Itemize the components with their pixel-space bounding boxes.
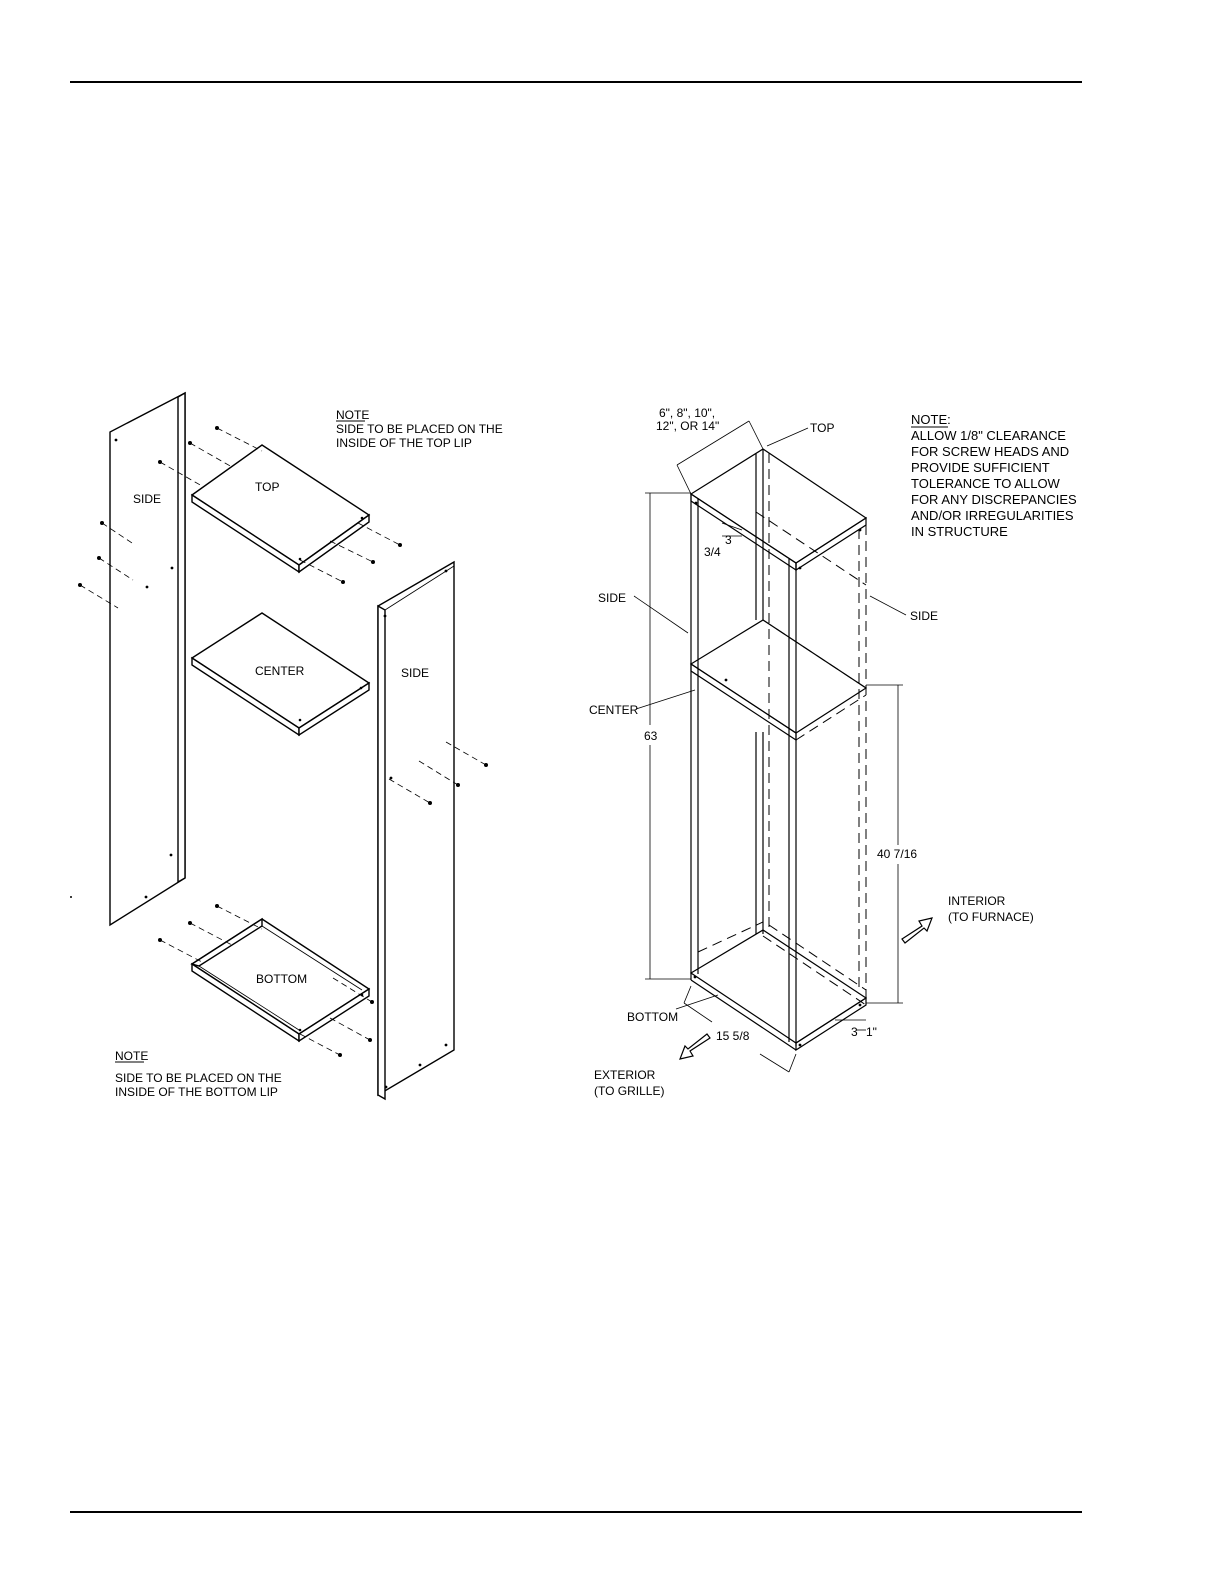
interior-line2: (TO FURNACE): [948, 910, 1034, 924]
dim-width-line2: 12", OR 14": [656, 419, 719, 433]
dim-40-7-16: 40 7/16: [866, 684, 917, 1004]
dim-15-5-8: 15 5/8: [683, 985, 797, 1073]
assembled-bottom-label: BOTTOM: [627, 1010, 678, 1024]
dim-3-4: 3/4: [704, 545, 721, 559]
dim-3-bottom: 3: [851, 1025, 858, 1039]
assembled-side-left-label: SIDE: [598, 591, 626, 605]
left-side-label: SIDE: [133, 492, 161, 506]
note-bottom: NOTE SIDE TO BE PLACED ON THE INSIDE OF …: [115, 1049, 282, 1099]
dim-3-top: 3: [725, 533, 732, 547]
right-side-label: SIDE: [401, 666, 429, 680]
left-side-screws: [78, 521, 136, 609]
exterior-line1: EXTERIOR: [594, 1068, 656, 1082]
dim-width: 6", 8", 10", 12", OR 14": [656, 406, 764, 495]
assembled-center-label: CENTER: [589, 703, 639, 717]
note-clearance-line-4: TOLERANCE TO ALLOW: [911, 476, 1061, 491]
note-clearance: NOTE: ALLOW 1/8" CLEARANCE FOR SCREW HEA…: [911, 412, 1077, 539]
note-clearance-line-1: ALLOW 1/8" CLEARANCE: [911, 428, 1066, 443]
dim-63: 63: [644, 492, 691, 980]
note-clearance-line-2: FOR SCREW HEADS AND: [911, 444, 1069, 459]
center-shelf: [190, 612, 371, 737]
note-clearance-line-3: PROVIDE SUFFICIENT: [911, 460, 1050, 475]
exploded-view: SIDE TOP CENTER SIDE BOTTOM NOTE SIDE TO…: [70, 391, 503, 1101]
dim-15-5-8-label: 15 5/8: [716, 1029, 750, 1043]
note-clearance-line-7: IN STRUCTURE: [911, 524, 1008, 539]
top-shelf-label: TOP: [255, 480, 279, 494]
note-clearance-line-6: AND/OR IRREGULARITIES: [911, 508, 1074, 523]
bottom-shelf: [158, 904, 374, 1057]
note-top-line2: INSIDE OF THE TOP LIP: [336, 436, 472, 450]
right-side-screws: [388, 741, 488, 805]
interior-line1: INTERIOR: [948, 894, 1006, 908]
note-top-line1: SIDE TO BE PLACED ON THE: [336, 422, 503, 436]
assembled-center-shelf: [689, 619, 868, 734]
note-clearance-line-5: FOR ANY DISCREPANCIES: [911, 492, 1077, 507]
note-bottom-line1: SIDE TO BE PLACED ON THE: [115, 1071, 282, 1085]
dim-width-line1: 6", 8", 10",: [659, 406, 715, 420]
exterior-line2: (TO GRILLE): [594, 1084, 664, 1098]
left-side-panel: [109, 391, 186, 927]
dim-63-label: 63: [644, 729, 658, 743]
center-shelf-label: CENTER: [255, 664, 305, 678]
dim-40-7-16-label: 40 7/16: [877, 847, 917, 861]
right-side-panel: [377, 560, 455, 1101]
note-top: NOTE SIDE TO BE PLACED ON THE INSIDE OF …: [336, 408, 503, 450]
interior-arrow-icon: [901, 917, 933, 944]
exterior-arrow-icon: [679, 1033, 711, 1060]
assembled-view: 6", 8", 10", 12", OR 14" TOP 3 3/4 63 SI…: [589, 406, 1077, 1098]
note-bottom-heading: NOTE: [115, 1049, 148, 1063]
assembled-side-right-label: SIDE: [910, 609, 938, 623]
note-clearance-heading: NOTE:: [911, 412, 951, 427]
assembled-top-label: TOP: [810, 421, 834, 435]
note-bottom-line2: INSIDE OF THE BOTTOM LIP: [115, 1085, 278, 1099]
dim-1-inch: 1": [866, 1025, 877, 1039]
top-shelf: [158, 426, 402, 584]
note-top-heading: NOTE: [336, 408, 369, 422]
bottom-shelf-label: BOTTOM: [256, 972, 307, 986]
